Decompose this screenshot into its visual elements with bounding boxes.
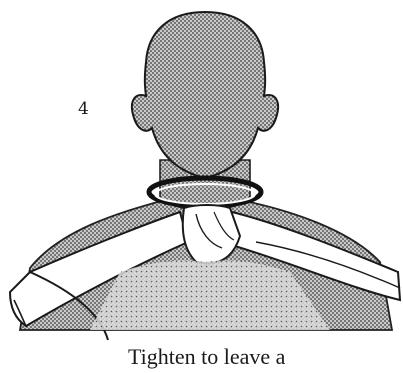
step-number: 4 bbox=[78, 101, 89, 118]
caption: Tighten to leave a bbox=[128, 346, 285, 368]
